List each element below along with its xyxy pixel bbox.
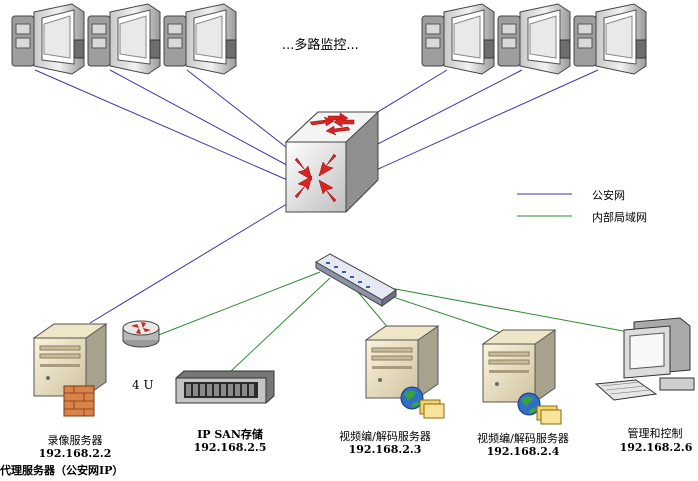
codec2-ip: 192.168.2.4 xyxy=(486,445,560,458)
router-icon xyxy=(122,320,160,348)
camera-icon xyxy=(163,3,237,75)
server-icon xyxy=(482,329,556,403)
camera-icon xyxy=(497,3,571,75)
core-switch-icon xyxy=(284,111,380,213)
network-hub-icon xyxy=(314,253,397,307)
mgmt-name: 管理和控制 xyxy=(627,427,683,440)
legend-internal-lan: 内部局域网 xyxy=(592,211,647,224)
proxy-server-label: 代理服务器（公安网IP） xyxy=(0,464,124,477)
globe-folder-icon xyxy=(517,392,562,425)
san-name: IP SAN存储 xyxy=(197,428,263,441)
codec2-name: 视频编/解码服务器 xyxy=(477,432,569,445)
camera-icon xyxy=(573,3,647,75)
server-icon xyxy=(33,323,107,397)
san-ip: 192.168.2.5 xyxy=(193,441,267,454)
storage-array-icon xyxy=(175,370,275,404)
camera-icon xyxy=(421,3,495,75)
recorder-name: 录像服务器 xyxy=(47,434,103,447)
firewall-icon xyxy=(63,385,95,417)
rack-unit-label: 4 U xyxy=(132,378,154,392)
camera-icon xyxy=(11,3,85,75)
globe-folder-icon xyxy=(400,386,445,419)
codec1-name: 视频编/解码服务器 xyxy=(339,430,431,443)
legend-police-net: 公安网 xyxy=(592,189,625,202)
codec1-ip: 192.168.2.3 xyxy=(348,443,422,456)
camera-icon xyxy=(87,3,161,75)
server-icon xyxy=(365,325,439,399)
mgmt-ip: 192.168.2.6 xyxy=(619,441,693,454)
multi-channel-label: ...多路监控... xyxy=(282,38,359,53)
recorder-ip: 192.168.2.2 xyxy=(38,447,112,460)
workstation-icon xyxy=(594,317,695,401)
police-network-links xyxy=(34,69,599,324)
